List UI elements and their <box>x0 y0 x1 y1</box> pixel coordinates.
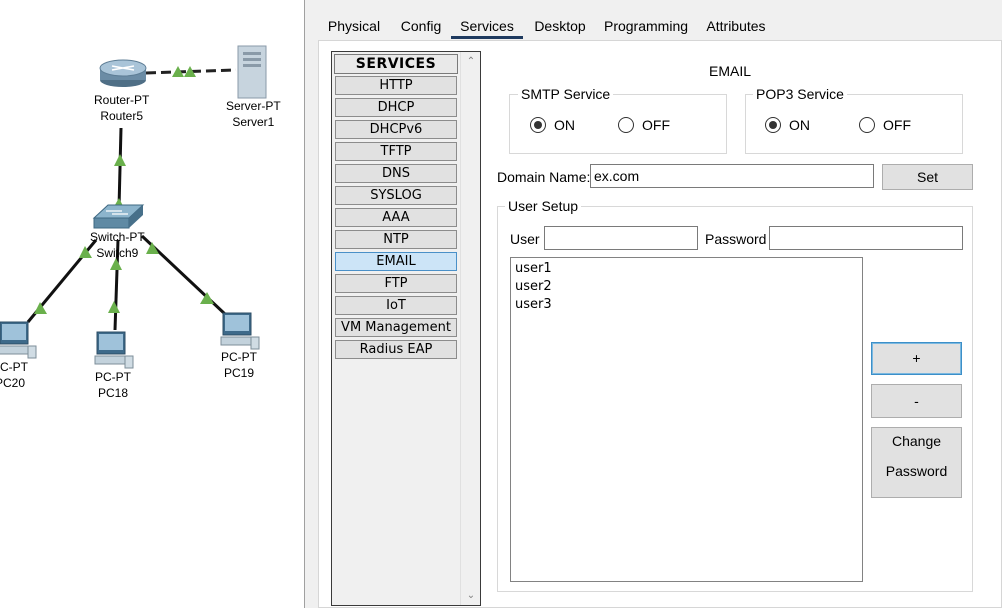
password-input[interactable] <box>769 226 963 250</box>
smtp-off-label: OFF <box>642 117 670 133</box>
user-label: User <box>510 231 540 247</box>
pop3-off-label: OFF <box>883 117 911 133</box>
window-divider[interactable] <box>304 0 316 608</box>
service-dhcp[interactable]: DHCP <box>335 98 457 117</box>
radio-checked-icon <box>530 117 546 133</box>
service-aaa[interactable]: AAA <box>335 208 457 227</box>
pop3-service-legend: POP3 Service <box>753 86 847 102</box>
list-item[interactable]: user3 <box>515 297 552 312</box>
device-config-window: Physical Config Services Desktop Program… <box>316 0 1002 608</box>
router5-label: Router-PT Router5 <box>94 93 150 123</box>
pop3-on-label: ON <box>789 117 810 133</box>
add-user-button[interactable]: + <box>871 342 962 375</box>
remove-user-button[interactable]: - <box>871 384 962 418</box>
domain-name-label: Domain Name: <box>497 169 591 185</box>
services-header: SERVICES <box>334 54 458 74</box>
tab-attributes[interactable]: Attributes <box>706 18 766 34</box>
smtp-service-legend: SMTP Service <box>518 86 614 102</box>
services-scrollbar[interactable]: ⌃ ⌄ <box>460 52 480 605</box>
pc20-label: PC-PT PC20 <box>0 360 28 390</box>
pop3-service-group: POP3 Service ON OFF <box>745 86 963 154</box>
server1-label: Server-PT Server1 <box>226 99 281 129</box>
user-setup-group: User Setup User Password user1 user2 use… <box>497 198 973 592</box>
service-radius-eap[interactable]: Radius EAP <box>335 340 457 359</box>
service-dns[interactable]: DNS <box>335 164 457 183</box>
change-password-button[interactable]: Change Password <box>871 427 962 498</box>
topology-workspace[interactable]: Router-PT Router5 Server-PT Server1 Swit… <box>0 0 306 608</box>
domain-name-input[interactable]: ex.com <box>590 164 874 188</box>
service-email[interactable]: EMAIL <box>335 252 457 271</box>
tab-services[interactable]: Services <box>451 14 523 39</box>
router-icon[interactable] <box>99 59 147 87</box>
link-up-indicator <box>108 301 120 313</box>
service-http[interactable]: HTTP <box>335 76 457 95</box>
radio-unchecked-icon <box>859 117 875 133</box>
link-up-indicator <box>172 66 184 77</box>
services-list: SERVICES HTTP DHCP DHCPv6 TFTP DNS SYSLO… <box>332 52 460 605</box>
pop3-off-radio[interactable]: OFF <box>859 117 911 133</box>
email-title: EMAIL <box>709 63 752 79</box>
switch-icon[interactable] <box>92 204 145 229</box>
link-up-indicator <box>114 154 126 166</box>
link-up-indicator <box>200 292 214 304</box>
tab-physical[interactable]: Physical <box>327 18 381 34</box>
tab-bar: Physical Config Services Desktop Program… <box>316 14 1002 39</box>
link-up-indicator <box>79 246 92 258</box>
list-item[interactable]: user1 <box>515 261 552 276</box>
service-ntp[interactable]: NTP <box>335 230 457 249</box>
pc-icon[interactable] <box>220 312 260 350</box>
service-tftp[interactable]: TFTP <box>335 142 457 161</box>
user-setup-legend: User Setup <box>505 198 582 214</box>
service-ftp[interactable]: FTP <box>335 274 457 293</box>
link-router-switch[interactable] <box>117 127 123 209</box>
smtp-on-label: ON <box>554 117 575 133</box>
smtp-on-radio[interactable]: ON <box>530 117 575 133</box>
service-vm-management[interactable]: VM Management <box>335 318 457 337</box>
set-domain-button[interactable]: Set <box>882 164 973 190</box>
topology-canvas <box>0 45 267 369</box>
change-password-label-line1: Change <box>891 433 942 449</box>
server-icon[interactable] <box>237 45 267 99</box>
user-input[interactable] <box>544 226 698 250</box>
change-password-label-line2: Password <box>885 463 948 479</box>
smtp-service-group: SMTP Service ON OFF <box>509 86 727 154</box>
scroll-down-icon[interactable]: ⌄ <box>466 590 476 601</box>
password-label: Password <box>705 231 767 247</box>
link-up-indicator <box>184 66 196 77</box>
link-switch-pc18[interactable] <box>113 239 120 331</box>
pc18-label: PC-PT PC18 <box>95 370 131 400</box>
pc19-label: PC-PT PC19 <box>221 350 257 380</box>
service-iot[interactable]: IoT <box>335 296 457 315</box>
link-up-indicator <box>110 258 122 270</box>
pc-icon[interactable] <box>94 331 134 369</box>
tab-programming[interactable]: Programming <box>603 18 689 34</box>
tab-desktop[interactable]: Desktop <box>534 18 586 34</box>
services-list-panel: SERVICES HTTP DHCP DHCPv6 TFTP DNS SYSLO… <box>331 51 481 606</box>
radio-unchecked-icon <box>618 117 634 133</box>
tab-config[interactable]: Config <box>400 18 442 34</box>
list-item[interactable]: user2 <box>515 279 552 294</box>
scroll-up-icon[interactable]: ⌃ <box>466 56 476 67</box>
radio-checked-icon <box>765 117 781 133</box>
pop3-on-radio[interactable]: ON <box>765 117 810 133</box>
link-up-indicator <box>146 242 159 254</box>
service-dhcpv6[interactable]: DHCPv6 <box>335 120 457 139</box>
link-up-indicator <box>34 302 47 314</box>
service-syslog[interactable]: SYSLOG <box>335 186 457 205</box>
smtp-off-radio[interactable]: OFF <box>618 117 670 133</box>
user-listbox[interactable]: user1 user2 user3 <box>510 257 863 582</box>
switch9-label: Switch-PT Switch9 <box>90 230 145 260</box>
services-content: SERVICES HTTP DHCP DHCPv6 TFTP DNS SYSLO… <box>318 40 1002 608</box>
pc-icon[interactable] <box>0 321 37 359</box>
